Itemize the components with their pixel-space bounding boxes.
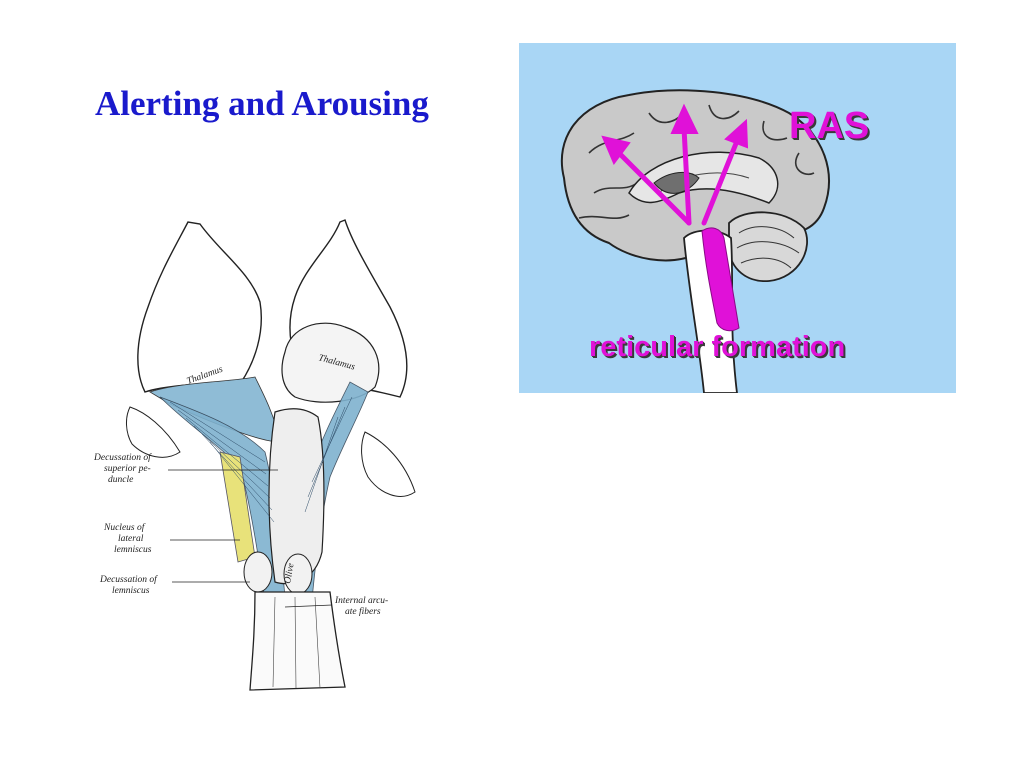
- right-lateral-lobe: [361, 431, 416, 497]
- arrow-center-head: [670, 103, 699, 134]
- nucleus-lateral-lemniscus-label-3: lemniscus: [114, 545, 152, 555]
- nucleus-lateral-lemniscus-label-1: Nucleus of: [103, 522, 146, 533]
- left-lateral-lobe: [126, 406, 181, 458]
- decussation-superior-peduncle-label-3: duncle: [108, 475, 133, 485]
- internal-arcuate-fibers-label-1: Internal arcu-: [334, 596, 388, 606]
- ras-arrows: [601, 103, 749, 226]
- left-thalamus-outline: [137, 221, 262, 393]
- brainstem-illustration: Thalamus Thalamus Olive Decussation of s…: [93, 219, 416, 691]
- olive-label: Olive: [283, 563, 296, 585]
- decussation-lemniscus-label-1: Decussation of: [99, 574, 158, 585]
- internal-arcuate-fibers-label-2: ate fibers: [345, 606, 381, 617]
- arrow-right: [701, 138, 740, 226]
- arrow-right-head: [724, 118, 749, 149]
- decussation-lemniscus-label-2: lemniscus: [112, 586, 150, 596]
- arrow-center: [681, 125, 692, 226]
- ras-label: RAS: [789, 105, 870, 147]
- reticular-formation: [701, 227, 740, 332]
- slide-title: Alerting and Arousing: [95, 84, 429, 123]
- olive-left: [243, 551, 273, 593]
- ras-panel: RAS reticular formation: [519, 43, 956, 393]
- arrow-left-head: [601, 135, 631, 165]
- brain-sagittal-illustration: [560, 89, 830, 393]
- reticular-formation-label: reticular formation: [589, 331, 846, 363]
- cerebellum: [728, 211, 808, 282]
- decussation-superior-peduncle-label-1: Decussation of: [93, 452, 152, 463]
- nucleus-lateral-lemniscus-label-2: lateral: [118, 534, 144, 544]
- arrow-left: [616, 150, 692, 226]
- thalamus-dome: [281, 322, 380, 403]
- decussation-superior-peduncle-label-2: superior pe-: [104, 464, 151, 474]
